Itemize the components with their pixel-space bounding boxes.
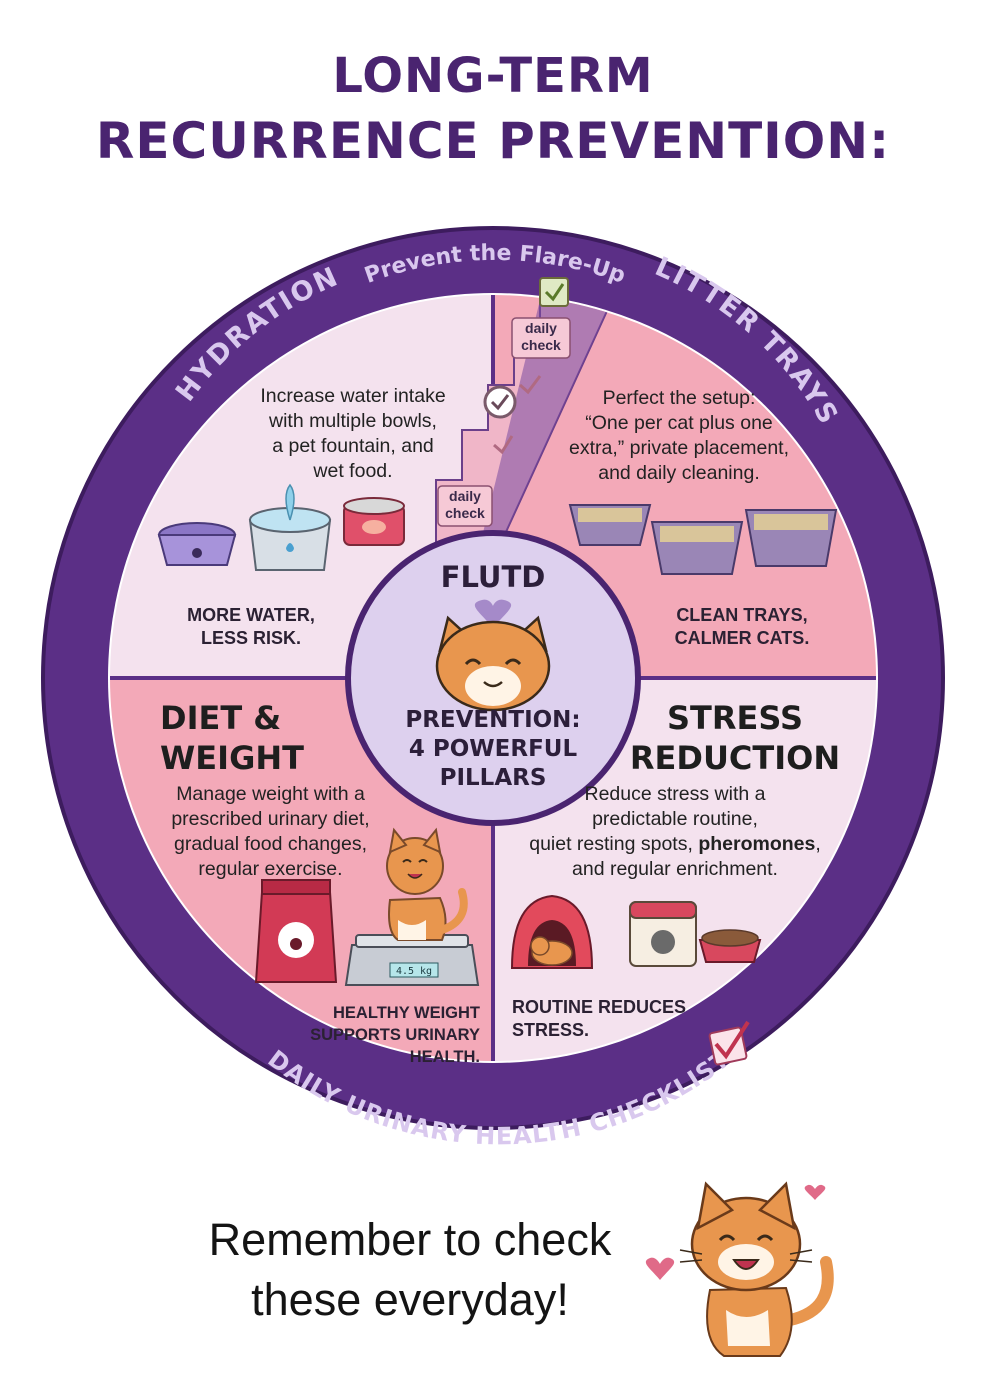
weighing-scale-icon [344, 934, 480, 986]
litter-tagline: CLEAN TRAYS, CALMER CATS. [674, 605, 810, 648]
wet-food-can-icon [343, 497, 405, 546]
cat-bed-icon [510, 894, 594, 969]
food-bag-icon [254, 879, 338, 983]
center-caption: PREVENTION: 4 POWERFUL PILLARS [405, 707, 581, 791]
litter-description: Perfect the setup: “One per cat plus one… [568, 387, 789, 484]
center-title: FLUTD [440, 560, 546, 594]
diet-heading: DIET & WEIGHT [160, 699, 304, 777]
stress-tagline: ROUTINE REDUCES STRESS. [512, 997, 687, 1040]
diet-description: Manage weight with a prescribed urinary … [171, 783, 370, 880]
checkbox-icon [708, 1020, 750, 1066]
page-title-line2: RECURRENCE PREVENTION: [95, 112, 891, 170]
litter-tray-icon [568, 504, 652, 546]
reminder-text: Remember to check these everyday! [208, 1214, 612, 1325]
staircase-label-top: daily check [521, 320, 561, 353]
pet-fountain-icon [248, 483, 332, 571]
staircase-label-bottom: daily check [445, 488, 485, 521]
cat-face-icon [435, 615, 551, 712]
heart-icon [474, 599, 512, 628]
hydration-tagline: MORE WATER, LESS RISK. [187, 605, 315, 648]
water-bowl-icon [157, 522, 237, 566]
pheromones-emphasis: pheromones [698, 833, 816, 855]
diet-tagline: HEALTHY WEIGHT SUPPORTS URINARY HEALTH. [310, 1004, 480, 1066]
hydration-description: Increase water intake with multiple bowl… [260, 385, 446, 482]
calendar-icon [629, 901, 697, 967]
food-bowl-icon [698, 929, 762, 963]
happy-cat-icon [645, 1181, 834, 1357]
litter-tray-icon [650, 521, 744, 575]
staircase-check-icons [483, 277, 569, 455]
page-title-line1: LONG-TERM [332, 48, 654, 104]
stress-description: Reduce stress with a predictable routine… [529, 783, 821, 880]
stress-heading: STRESS REDUCTION [629, 699, 841, 777]
scale-reading: 4.5 kg [396, 966, 432, 977]
litter-tray-icon [744, 509, 838, 567]
cat-on-scale-icon [386, 827, 468, 941]
